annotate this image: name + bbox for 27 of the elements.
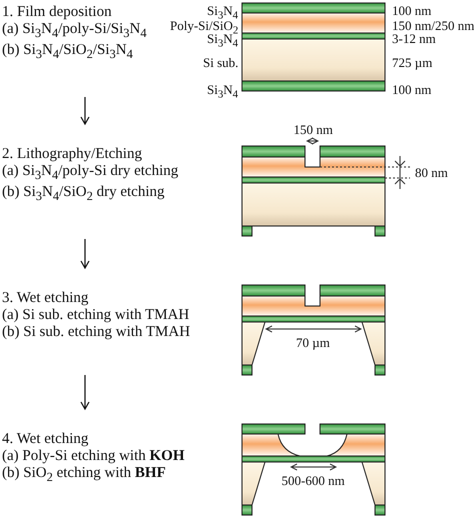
step-description: (b) SiO$_{2}$ etching with BHF (2, 465, 167, 486)
dimension-label: 100 nm (392, 4, 432, 18)
dimension-label: 150 nm/250 nm (392, 19, 474, 33)
dimension-label: 100 nm (392, 83, 432, 97)
dimension-label: 70 µm (296, 336, 330, 350)
dimension-label: 150 nm (294, 123, 333, 137)
arrow (80, 97, 90, 125)
layer-label: Si$_{3}$N$_{4}$ (207, 4, 238, 22)
dimension-label: 725 µm (392, 56, 432, 70)
dimension-label: 80 nm (415, 166, 448, 180)
layer-label: Si sub. (203, 56, 238, 70)
step-heading: 3. Wet etching (2, 290, 90, 307)
step-description: (a) Si$_{3}$N$_{4}$/poly-Si/Si$_{3}$N$_{4}$ (2, 21, 147, 42)
step-description: (b) Si$_{3}$N$_{4}$/SiO$_{2}$ dry etching (2, 184, 166, 205)
dimension-label: 3-12 nm (392, 32, 436, 46)
step-heading: 2. Lithography/Etching (2, 146, 143, 163)
step-description: (a) Si sub. etching with TMAH (2, 307, 190, 324)
arrow (80, 239, 90, 269)
step-heading: 4. Wet etching (2, 431, 90, 448)
step-description: (b) Si$_{3}$N$_{4}$/SiO$_{2}$/Si$_{3}$N$_{4}$ (2, 42, 134, 63)
step-description: (a) Poly-Si etching with KOH (2, 448, 184, 465)
arrow (80, 375, 90, 410)
step-description: (b) Si sub. etching with TMAH (2, 324, 190, 341)
dimension-label: 500-600 nm (282, 474, 345, 488)
layer-label: Si$_{3}$N$_{4}$ (207, 83, 238, 102)
step-description: (a) Si$_{3}$N$_{4}$/poly-Si dry etching (2, 163, 178, 184)
step-heading: 1. Film deposition (2, 4, 113, 21)
